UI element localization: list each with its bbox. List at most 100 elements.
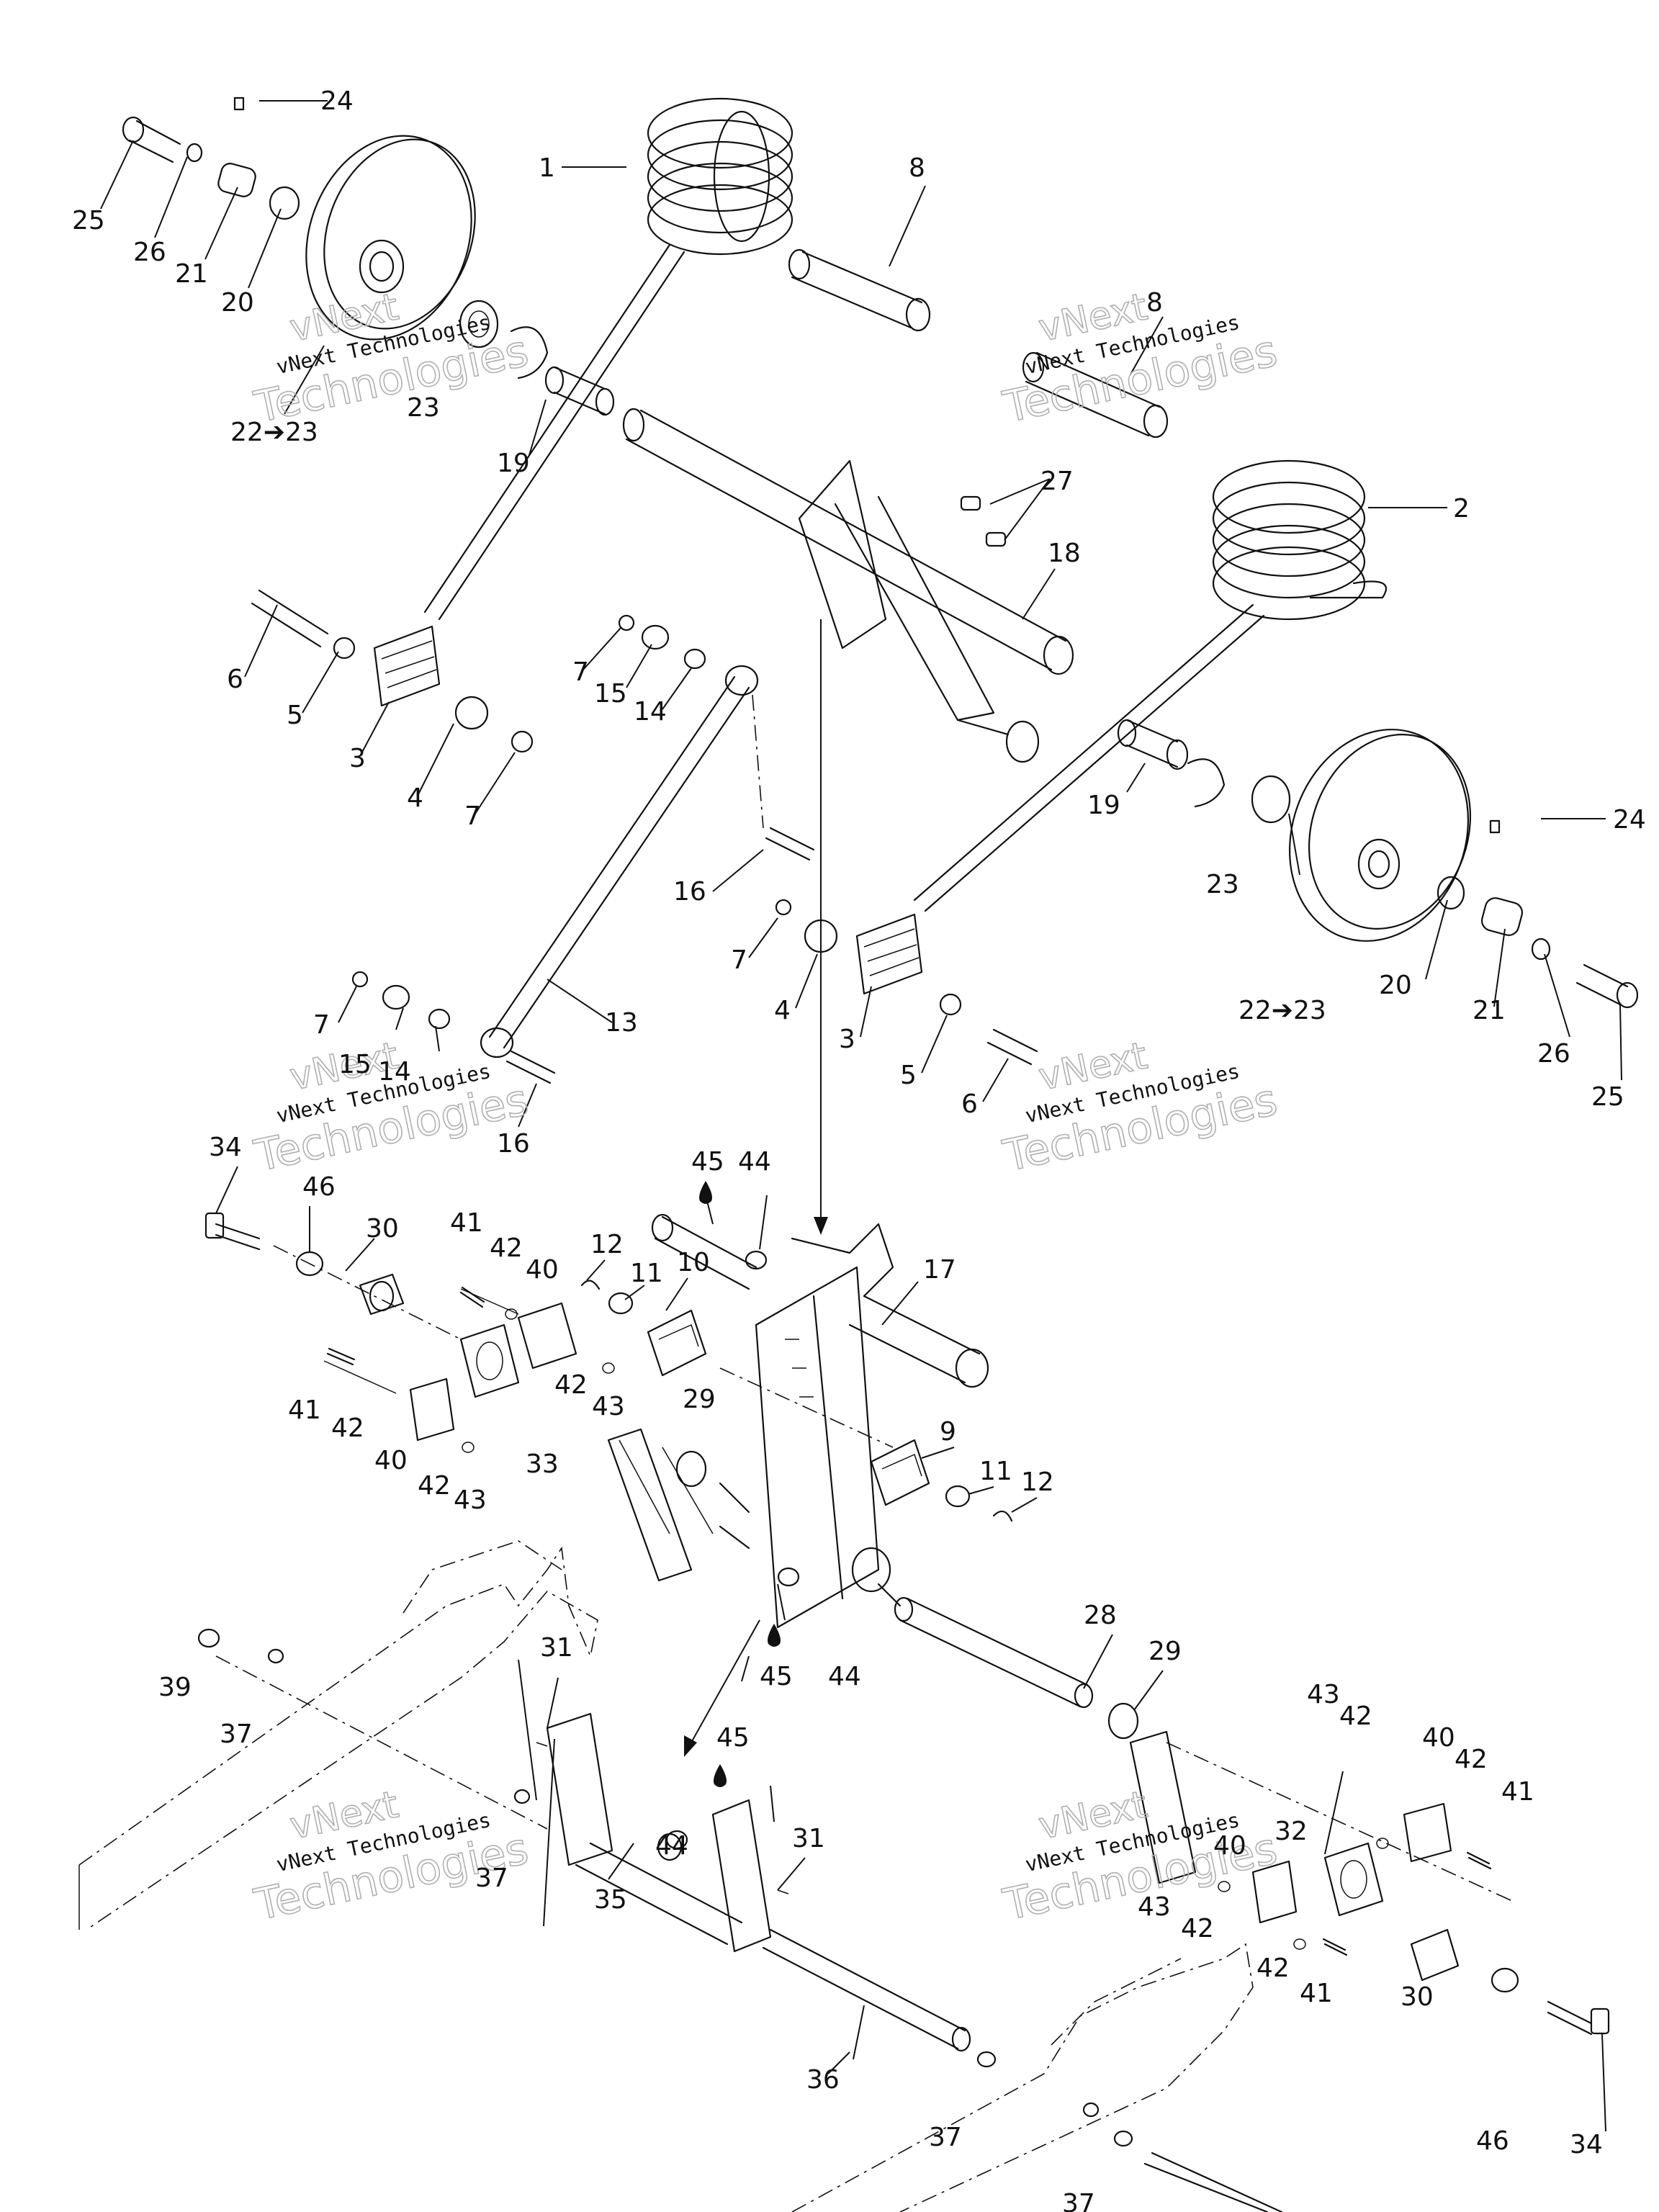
callout-label: 14 — [378, 1057, 411, 1087]
callout-label: 11 — [979, 1457, 1012, 1486]
cam-part-9 — [870, 1439, 930, 1506]
callout-label: 4 — [407, 783, 423, 813]
grease-drop-icon — [768, 1624, 781, 1647]
grease-drop-icon — [699, 1181, 712, 1204]
callout-label: 8 — [909, 153, 925, 183]
lower-pivot-part-35 — [546, 1712, 1283, 2212]
callout-label: 17 — [923, 1255, 956, 1285]
callout-label: 31 — [540, 1633, 573, 1663]
callout-label: 42 — [490, 1233, 523, 1263]
watermark: vNext vNext Technologies Technologies — [249, 1034, 533, 1182]
callout-label: 44 — [828, 1662, 861, 1691]
callout-label: 40 — [1422, 1723, 1455, 1753]
callout-label: 37 — [929, 2123, 962, 2152]
callout-label: 37 — [220, 1719, 253, 1749]
callout-label: 12 — [590, 1230, 624, 1259]
leader-lines — [100, 100, 1622, 2132]
callout-label: 45 — [760, 1662, 793, 1691]
parts-drawing — [78, 96, 1639, 2212]
shaft-part-28 — [675, 1450, 1139, 1740]
callout-label: 40 — [374, 1446, 408, 1475]
watermark: vNext vNext Technologies Technologies — [998, 1034, 1282, 1182]
callout-label: 30 — [366, 1214, 399, 1244]
callout-label: 15 — [594, 679, 627, 709]
idler-wheel-right — [1117, 719, 1639, 1009]
callout-label: 29 — [683, 1385, 716, 1414]
callout-label: 7 — [731, 945, 747, 975]
slide-rail-left — [78, 1540, 598, 1930]
callout-label: 37 — [1062, 2189, 1095, 2212]
assembly-arrows — [684, 619, 828, 1757]
callout-label: 42 — [331, 1413, 364, 1443]
callout-label: 1 — [539, 153, 555, 183]
callout-label: 37 — [475, 1863, 508, 1893]
callout-label: 34 — [209, 1133, 242, 1162]
callout-label: 24 — [320, 86, 354, 116]
callout-label: 42 — [554, 1370, 588, 1400]
callout-label: 27 — [1040, 467, 1074, 496]
callout-labels: 1 2 3 3 4 4 5 5 6 6 7 7 7 7 8 8 9 10 11 … — [72, 86, 1646, 2212]
callout-label: 19 — [497, 449, 530, 478]
callout-label: 35 — [594, 1885, 627, 1915]
callout-label: 45 — [716, 1723, 750, 1753]
slide-rail-right — [791, 1943, 1254, 2212]
callout-label: 10 — [677, 1248, 710, 1277]
callout-label: 5 — [900, 1061, 917, 1090]
sleeve-part-8-upper — [788, 248, 931, 332]
callout-label: 33 — [526, 1449, 559, 1479]
callout-label: 25 — [72, 206, 105, 235]
callout-label: 15 — [338, 1050, 372, 1079]
callout-label: 6 — [961, 1089, 978, 1119]
link-rod-part-13 — [351, 614, 815, 1084]
callout-label: 31 — [792, 1824, 825, 1853]
grease-drop-icon — [714, 1764, 727, 1787]
callout-label: 21 — [175, 259, 208, 289]
callout-label: 9 — [940, 1417, 956, 1447]
callout-label: 19 — [1087, 791, 1120, 820]
callout-label: 30 — [1401, 1982, 1434, 2012]
callout-label: 43 — [454, 1485, 487, 1515]
callout-label: 25 — [1591, 1082, 1624, 1112]
callout-label: 14 — [634, 697, 667, 727]
stopper-right — [1129, 1730, 1610, 2036]
callout-label: 36 — [806, 2065, 840, 2095]
callout-label: 7 — [313, 1010, 330, 1040]
callout-label: 32 — [1274, 1817, 1308, 1846]
callout-label: 40 — [526, 1255, 559, 1285]
washers-11-12 — [580, 1280, 1013, 1522]
cam-part-10 — [647, 1309, 707, 1377]
pivot-block-right — [775, 899, 1038, 1066]
callout-label: 26 — [133, 238, 166, 267]
cross-shaft-part-18 — [622, 408, 1074, 763]
callout-label: 16 — [673, 877, 706, 907]
callout-label: 23 — [1206, 870, 1239, 899]
callout-label: 16 — [497, 1129, 530, 1159]
callout-label: 42 — [1181, 1914, 1214, 1943]
watermark: vNext vNext Technologies Technologies — [998, 285, 1282, 433]
callout-label: 6 — [227, 665, 243, 694]
callout-label: 29 — [1148, 1637, 1182, 1666]
misc-fasteners — [197, 495, 1513, 2118]
callout-label: 46 — [302, 1172, 336, 1202]
callout-label: 22➔23 — [230, 418, 318, 447]
callout-label: 43 — [1307, 1680, 1340, 1709]
callout-label: 45 — [691, 1147, 724, 1177]
callout-label: 34 — [1570, 2130, 1603, 2159]
callout-label: 5 — [287, 701, 303, 730]
spring-part-2 — [913, 459, 1388, 912]
callout-label: 26 — [1537, 1039, 1570, 1069]
grease-drop-icons — [665, 1181, 800, 1850]
callout-label: 43 — [1138, 1892, 1171, 1922]
callout-label: 41 — [1300, 1979, 1333, 2008]
callout-label: 24 — [1613, 805, 1646, 835]
callout-label: 8 — [1146, 288, 1163, 318]
callout-label: 23 — [407, 393, 440, 423]
callout-label: 42 — [1455, 1745, 1488, 1774]
pivot-block-left — [251, 589, 534, 753]
watermark: vNext vNext Technologies Technologies — [249, 1783, 533, 1931]
callout-label: 42 — [1339, 1701, 1372, 1731]
sleeve-part-8-lower — [1022, 351, 1169, 439]
callout-label: 12 — [1021, 1467, 1054, 1497]
callout-label: 40 — [1213, 1831, 1246, 1861]
